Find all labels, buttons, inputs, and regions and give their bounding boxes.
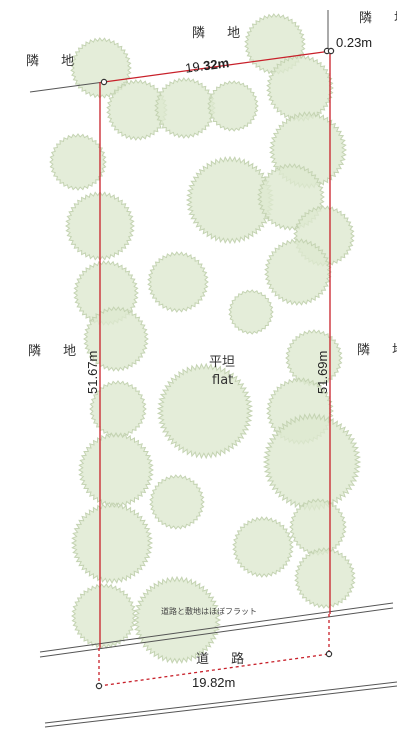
survey-points [95,47,335,690]
tree-canopy [106,79,168,141]
tree-canopy [185,155,275,245]
road-edge-line-lower-b [44,685,397,728]
dimension-corner-offset: 0.23m [336,35,372,50]
tree-canopy [78,432,154,508]
boundary-top [103,50,332,83]
tree-canopy [228,289,274,335]
neighbor-label-right: 隣 地 [357,342,397,358]
dimension-bottom: 19.82m [192,675,235,690]
neighbor-label-top: 隣 地 [192,25,249,41]
road-edge-line-upper-a [39,602,394,653]
dimension-right: 51.69m [315,351,330,394]
tree-canopy [289,498,347,556]
tree-canopy [285,329,343,387]
road-note: 道路と敷地はほぼフラット [161,606,257,616]
neighbor-boundary-line-left [29,81,105,93]
tree-canopy [207,80,259,132]
tree-canopy [70,501,154,585]
tree-canopy [262,412,362,512]
tree-canopy [71,583,137,649]
tree-canopy [49,133,107,191]
tree-canopy [132,575,222,665]
neighbor-label-top-left: 隣 地 [26,53,83,69]
tree-canopy [156,362,254,460]
neighbor-label-top-right: 隣 地 [359,10,397,26]
tree-canopy [294,547,356,609]
frontage-dashed-bottom [98,653,330,687]
tree-canopy [264,238,332,306]
survey-point-top-left [100,78,108,86]
survey-point-bottom-left [95,682,103,690]
tree-canopy [154,77,216,139]
survey-point-top-right-b [327,47,335,55]
dimension-top: 19.32m [184,55,230,76]
tree-canopy [89,380,147,438]
tree-canopy [266,54,334,122]
terrain-label-jp: 平坦 [209,355,235,370]
dimension-left: 51.67m [85,351,100,394]
dimension-top-emphasis: 32m [202,55,230,73]
survey-point-bottom-right [325,650,333,658]
road-edge-line-lower-a [44,681,397,724]
tree-canopy-layer [49,13,362,665]
property-boundary [98,50,332,687]
tree-canopy [232,516,294,578]
terrain-label-en: flat [212,373,233,388]
road-label: 道 路 [196,651,253,667]
neighbor-label-left: 隣 地 [28,343,85,359]
dimension-top-prefix: 19. [184,58,204,75]
tree-canopy [149,474,205,530]
tree-canopy [147,251,209,313]
